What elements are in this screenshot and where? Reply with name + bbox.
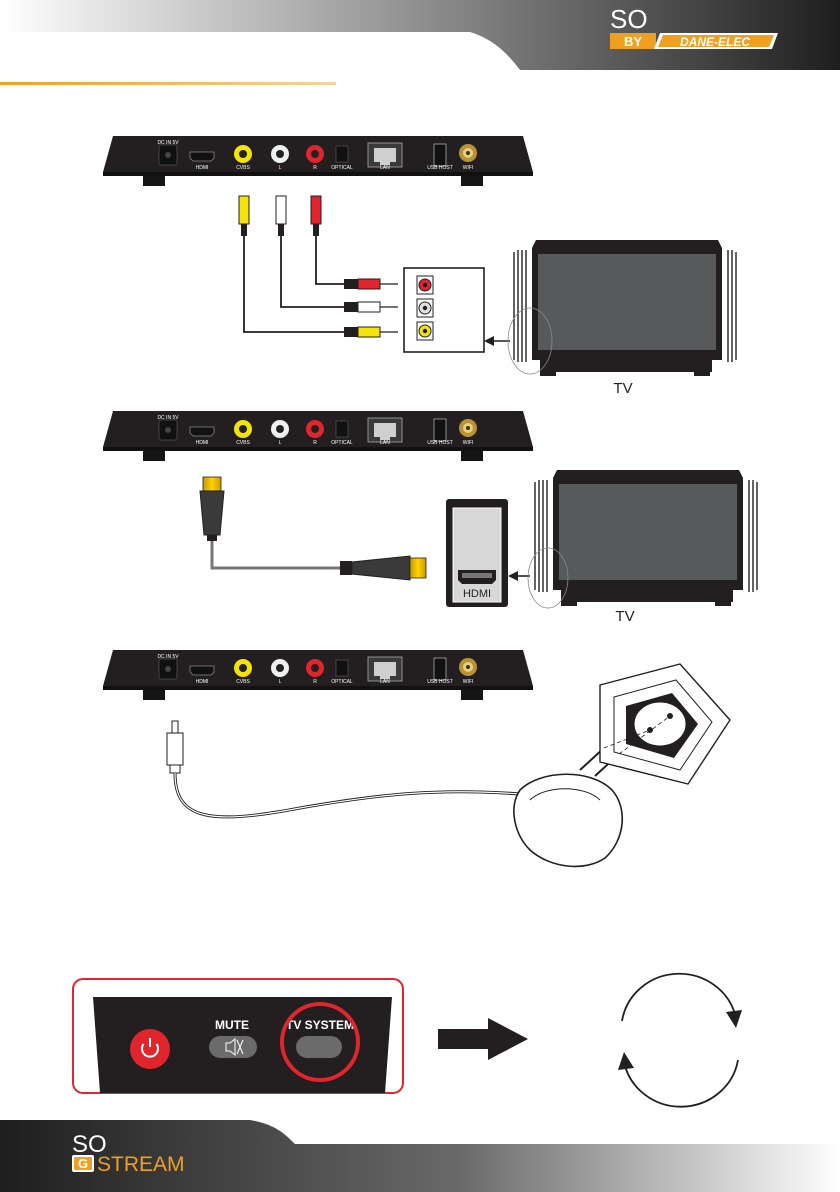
logo-so: SO: [610, 4, 648, 34]
optical-label: OPTICAL: [331, 679, 353, 685]
usb-host-label: USB HOST: [427, 440, 453, 446]
tv-label: TV: [615, 608, 634, 625]
tv-illustration: [535, 470, 757, 606]
hdmi-port-label: HDMI: [196, 440, 209, 446]
cycle-arrows-icon: [618, 974, 742, 1107]
right-arrow-icon: [438, 1018, 528, 1060]
diagram-composite-av: DC IN 5V HDMI CVBS L R OPTICAL LAN USB H…: [103, 136, 736, 397]
device-back-panel: DC IN 5V HDMI CVBS L R OPTICAL LAN USB H…: [103, 411, 533, 461]
mute-button[interactable]: [209, 1036, 257, 1058]
tv-system-label: TV SYSTEM: [286, 1018, 354, 1032]
power-button[interactable]: [130, 1029, 170, 1069]
cvbs-label: CVBS: [236, 440, 250, 446]
hdmi-cable: [200, 477, 426, 580]
hdmi-port-label: HDMI: [196, 165, 209, 171]
accent-rule: [0, 82, 336, 85]
usb-host-label: USB HOST: [427, 165, 453, 171]
cvbs-label: CVBS: [236, 165, 250, 171]
r-label: R: [313, 165, 317, 171]
diagram-power: DC IN 5V HDMI CVBS L R OPTICAL LAN USB H…: [103, 650, 730, 866]
r-label: R: [313, 440, 317, 446]
l-label: L: [279, 440, 282, 446]
mute-label: MUTE: [215, 1018, 249, 1032]
wifi-label: WIFI: [463, 679, 474, 685]
tv-system-button[interactable]: [296, 1036, 342, 1058]
dc-in-label: DC IN 5V: [157, 140, 179, 146]
diagram-hdmi: DC IN 5V HDMI CVBS L R OPTICAL LAN USB H…: [103, 411, 757, 625]
dc-in-label: DC IN 5V: [157, 415, 179, 421]
hdmi-port-label: HDMI: [196, 679, 209, 685]
lan-label: LAN: [380, 440, 390, 446]
remote-tv-system-section: MUTE TV SYSTEM: [73, 979, 403, 1093]
footer-logo-g: G: [78, 1156, 88, 1171]
lan-label: LAN: [380, 679, 390, 685]
logo-by: BY: [624, 34, 642, 49]
power-adapter: [514, 748, 622, 866]
tv-hdmi-input-panel: HDMI: [446, 499, 508, 607]
wifi-label: WIFI: [463, 440, 474, 446]
wall-outlet: [600, 664, 730, 784]
l-label: L: [279, 165, 282, 171]
tv-av-input-panel: [404, 268, 484, 352]
rca-cable: [239, 196, 398, 337]
tv-illustration: [514, 240, 736, 376]
tv-label: TV: [613, 380, 632, 397]
optical-label: OPTICAL: [331, 440, 353, 446]
footer-logo-stream: STREAM: [97, 1153, 185, 1176]
wifi-label: WIFI: [463, 165, 474, 171]
hdmi-input-label: HDMI: [463, 588, 491, 600]
dc-in-label: DC IN 5V: [157, 654, 179, 660]
device-back-panel: DC IN 5V HDMI CVBS L R OPTICAL LAN USB H…: [103, 650, 533, 700]
l-label: L: [279, 679, 282, 685]
cvbs-label: CVBS: [236, 679, 250, 685]
optical-label: OPTICAL: [331, 165, 353, 171]
power-cable: [167, 721, 520, 817]
r-label: R: [313, 679, 317, 685]
lan-label: LAN: [380, 165, 390, 171]
logo-brand: DANE-ELEC: [680, 35, 750, 49]
device-back-panel: DC IN 5V HDMI CVBS L R OPTICAL LAN USB H…: [103, 136, 533, 186]
usb-host-label: USB HOST: [427, 679, 453, 685]
